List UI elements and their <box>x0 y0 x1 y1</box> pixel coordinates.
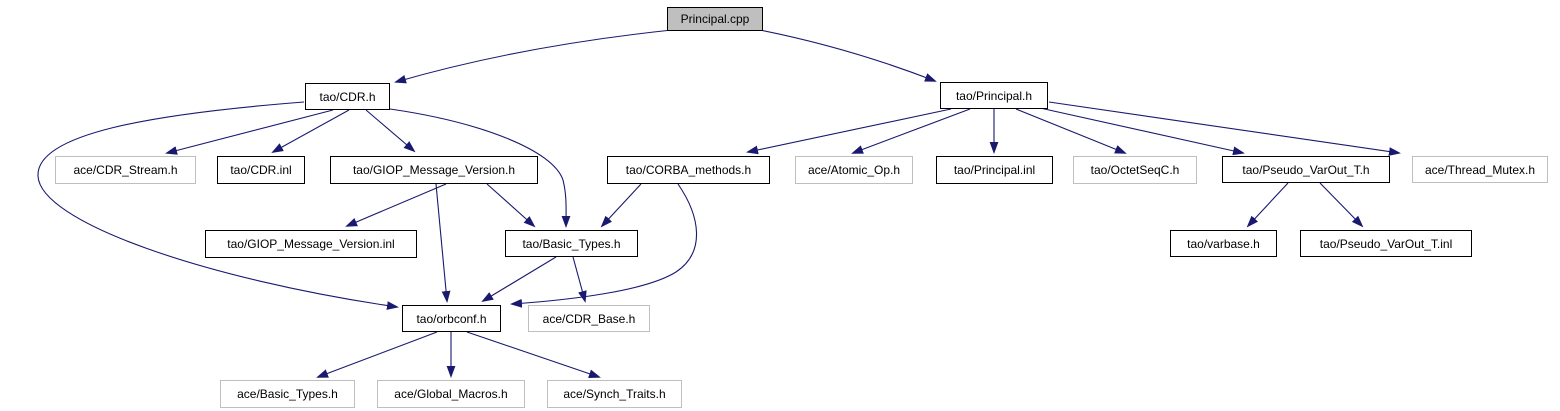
graph-node-ace-cdr-stream-h: ace/CDR_Stream.h <box>55 156 196 184</box>
graph-node-label: tao/orbconf.h <box>416 311 487 326</box>
graph-node-ace-synch-traits-h: ace/Synch_Traits.h <box>547 380 682 408</box>
edge-tao-pseudo-varout-t-h-to-tao-pseudo-varout-t-inl <box>1319 182 1364 228</box>
graph-node-ace-cdr-base-h: ace/CDR_Base.h <box>528 305 650 332</box>
graph-node-tao-varbase-h[interactable]: tao/varbase.h <box>1170 230 1277 257</box>
edge-tao-corba-methods-h-to-tao-basic-types-h <box>600 183 642 228</box>
graph-node-label: tao/Pseudo_VarOut_T.inl <box>1319 236 1453 251</box>
graph-node-label: ace/Global_Macros.h <box>394 387 508 401</box>
graph-node-tao-octetseqc-h: tao/OctetSeqC.h <box>1073 156 1197 184</box>
graph-node-label: tao/Pseudo_VarOut_T.h <box>1242 162 1370 177</box>
edge-tao-cdr-h-to-ace-cdr-stream-h <box>165 109 334 155</box>
graph-node-label: ace/CDR_Stream.h <box>73 163 178 177</box>
graph-node-tao-pseudo-varout-t-h[interactable]: tao/Pseudo_VarOut_T.h <box>1222 156 1390 183</box>
edge-tao-corba-methods-h-to-tao-orbconf-h <box>510 183 698 308</box>
graph-node-tao-cdr-inl[interactable]: tao/CDR.inl <box>217 156 305 184</box>
edge-tao-principal-h-to-ace-thread-mutex-h <box>1048 101 1401 156</box>
graph-node-tao-basic-types-h[interactable]: tao/Basic_Types.h <box>505 230 638 257</box>
graph-node-label: Principal.cpp <box>680 12 750 26</box>
graph-node-label: tao/GIOP_Message_Version.h <box>352 163 516 177</box>
graph-node-label: tao/varbase.h <box>1187 236 1260 251</box>
edge-tao-giop-message-version-h-to-tao-giop-message-version-inl <box>345 183 447 227</box>
graph-node-label: tao/Principal.inl <box>953 163 1036 177</box>
graph-node-label: tao/Principal.h <box>955 88 1033 103</box>
graph-node-tao-giop-message-version-inl[interactable]: tao/GIOP_Message_Version.inl <box>205 230 417 258</box>
edge-tao-principal-h-to-ace-atomic-op-h <box>851 108 971 154</box>
edge-tao-principal-h-to-tao-corba-methods-h <box>746 108 952 155</box>
graph-node-label: tao/Basic_Types.h <box>522 236 621 251</box>
edge-tao-principal-h-to-tao-octetseqc-h <box>1015 108 1127 154</box>
edge-tao-cdr-h-to-tao-basic-types-h <box>389 108 571 228</box>
edge-tao-giop-message-version-h-to-tao-orbconf-h <box>435 183 451 303</box>
graph-node-tao-principal-h[interactable]: tao/Principal.h <box>940 82 1048 109</box>
edge-tao-cdr-h-to-tao-cdr-inl <box>271 109 350 153</box>
edge-tao-basic-types-h-to-ace-cdr-base-h <box>572 256 587 303</box>
graph-node-tao-principal-inl[interactable]: tao/Principal.inl <box>936 156 1053 184</box>
graph-node-tao-orbconf-h[interactable]: tao/orbconf.h <box>402 305 501 332</box>
graph-node-label: tao/CDR.inl <box>230 163 292 177</box>
graph-node-principal-cpp: Principal.cpp <box>667 7 763 31</box>
edge-tao-orbconf-h-to-ace-basic-types-h <box>316 331 438 378</box>
edge-tao-cdr-h-to-tao-orbconf-h <box>37 101 399 310</box>
graph-node-label: ace/Thread_Mutex.h <box>1424 162 1536 177</box>
graph-node-label: tao/CORBA_methods.h <box>625 163 752 177</box>
graph-node-label: ace/Atomic_Op.h <box>807 163 901 177</box>
edge-tao-cdr-h-to-tao-giop-message-version-h <box>365 109 416 153</box>
graph-node-label: ace/Synch_Traits.h <box>563 387 666 401</box>
graph-node-label: tao/GIOP_Message_Version.inl <box>227 237 395 251</box>
graph-node-label: tao/CDR.h <box>319 89 376 104</box>
edge-tao-principal-h-to-tao-pseudo-varout-t-h <box>1039 107 1245 156</box>
edge-tao-basic-types-h-to-tao-orbconf-h <box>481 256 557 303</box>
graph-node-ace-thread-mutex-h: ace/Thread_Mutex.h <box>1412 156 1548 183</box>
graph-node-ace-global-macros-h: ace/Global_Macros.h <box>377 380 525 408</box>
graph-node-ace-atomic-op-h: ace/Atomic_Op.h <box>795 156 913 184</box>
edge-tao-giop-message-version-h-to-tao-basic-types-h <box>486 183 536 228</box>
graph-node-label: tao/OctetSeqC.h <box>1090 163 1180 177</box>
edge-principal-cpp-to-tao-principal-h <box>759 29 937 82</box>
graph-node-label: ace/Basic_Types.h <box>237 387 338 401</box>
graph-node-ace-basic-types-h: ace/Basic_Types.h <box>220 380 355 408</box>
graph-node-tao-corba-methods-h[interactable]: tao/CORBA_methods.h <box>607 156 770 184</box>
graph-node-label: ace/CDR_Base.h <box>542 311 636 326</box>
edge-principal-cpp-to-tao-cdr-h <box>394 29 673 84</box>
graph-node-tao-cdr-h[interactable]: tao/CDR.h <box>305 83 390 110</box>
graph-node-tao-giop-message-version-h[interactable]: tao/GIOP_Message_Version.h <box>330 156 538 184</box>
edge-tao-pseudo-varout-t-h-to-tao-varbase-h <box>1246 182 1289 228</box>
edge-tao-orbconf-h-to-ace-synch-traits-h <box>466 331 601 378</box>
graph-node-tao-pseudo-varout-t-inl[interactable]: tao/Pseudo_VarOut_T.inl <box>1300 230 1472 257</box>
